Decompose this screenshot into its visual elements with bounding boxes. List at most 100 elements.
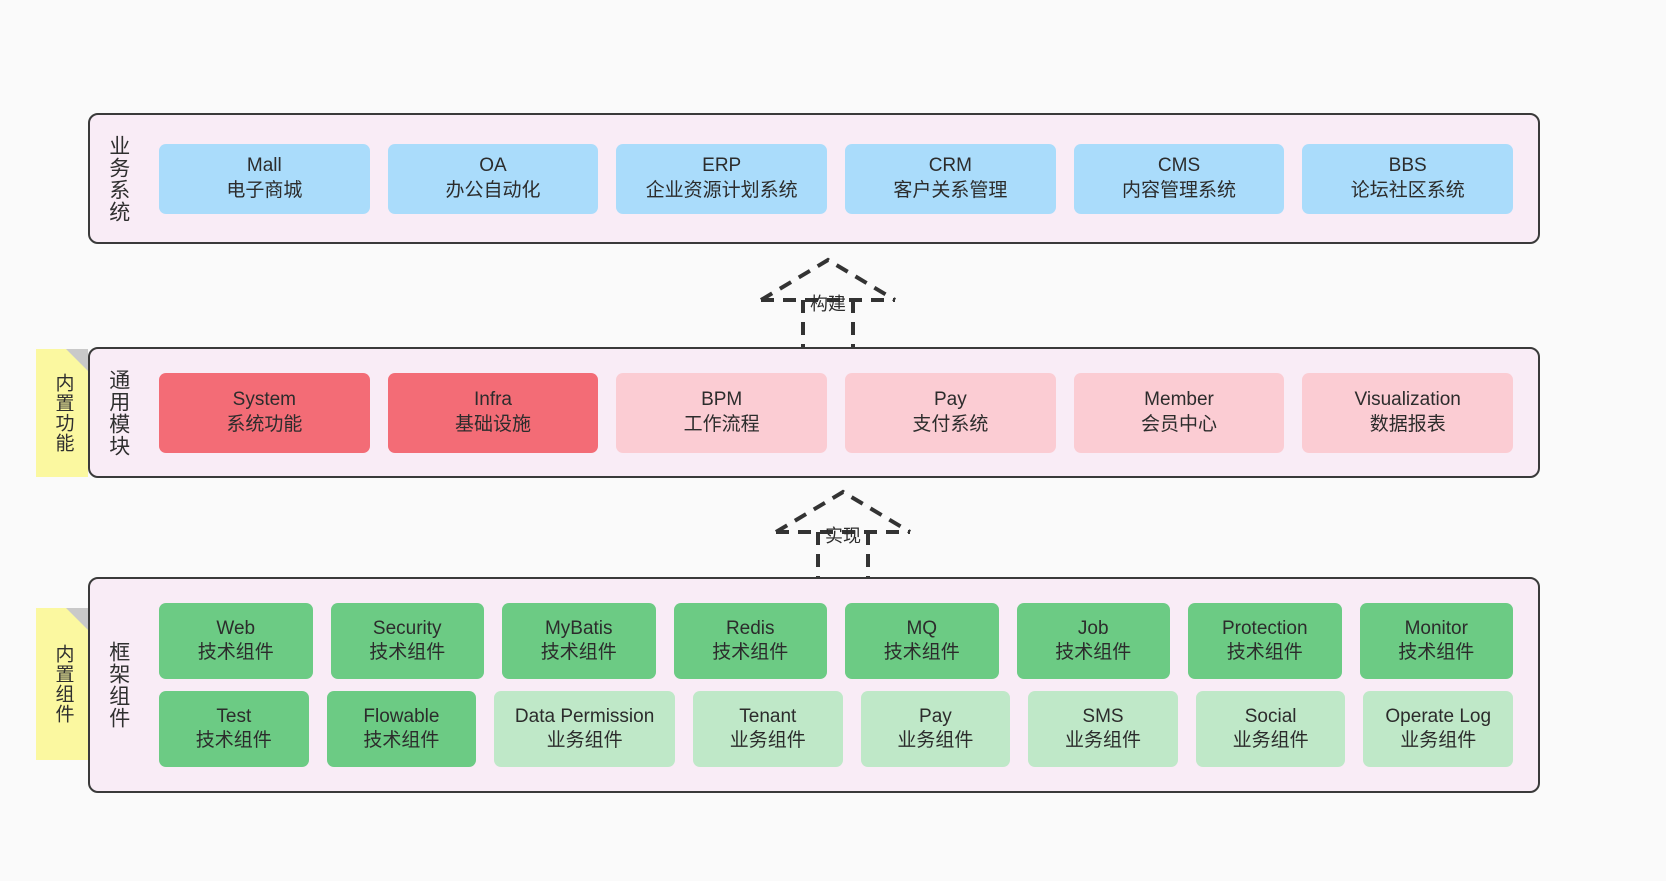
node-pay-module-title: Pay bbox=[933, 389, 967, 411]
node-oa-subtitle: 办公自动化 bbox=[445, 179, 541, 201]
node-sms-title: SMS bbox=[1082, 705, 1124, 727]
node-operate-log[interactable]: Operate Log 业务组件 bbox=[1363, 691, 1514, 767]
node-mall[interactable]: Mall 电子商城 bbox=[159, 143, 370, 214]
node-pay-module[interactable]: Pay 支付系统 bbox=[845, 372, 1056, 453]
node-web-subtitle: 技术组件 bbox=[197, 642, 274, 663]
node-mq[interactable]: MQ 技术组件 bbox=[845, 603, 999, 679]
node-mybatis-subtitle: 技术组件 bbox=[540, 642, 617, 663]
node-infra[interactable]: Infra 基础设施 bbox=[387, 372, 599, 453]
node-test-subtitle: 技术组件 bbox=[195, 730, 272, 751]
node-monitor-subtitle: 技术组件 bbox=[1398, 642, 1475, 663]
connector-implement-label: 实现 bbox=[825, 526, 861, 546]
node-web-title: Web bbox=[216, 617, 256, 639]
node-monitor-title: Monitor bbox=[1404, 617, 1468, 639]
node-tenant-title: Tenant bbox=[739, 705, 797, 727]
node-cms-title: CMS bbox=[1157, 155, 1201, 177]
node-crm-subtitle: 客户关系管理 bbox=[893, 179, 1008, 201]
node-test[interactable]: Test 技术组件 bbox=[159, 691, 309, 767]
node-mq-subtitle: 技术组件 bbox=[883, 642, 960, 663]
node-redis-subtitle: 技术组件 bbox=[712, 642, 789, 663]
layer-common-modules-label: 通用模块 bbox=[106, 368, 130, 457]
node-pay-component-subtitle: 业务组件 bbox=[897, 730, 974, 751]
node-mall-subtitle: 电子商城 bbox=[226, 179, 303, 201]
node-security-title: Security bbox=[372, 617, 442, 639]
layer-framework-components-label: 框架组件 bbox=[106, 641, 130, 729]
node-visualization[interactable]: Visualization 数据报表 bbox=[1302, 372, 1514, 453]
node-system[interactable]: System 系统功能 bbox=[159, 372, 370, 453]
node-monitor[interactable]: Monitor 技术组件 bbox=[1359, 603, 1513, 679]
common-modules-row: System 系统功能 Infra 基础设施 BPM 工作流程 Pay 支付系统… bbox=[150, 372, 1522, 453]
node-pay-module-subtitle: 支付系统 bbox=[912, 413, 989, 435]
layer-framework-components-body: Web 技术组件 Security 技术组件 MyBatis 技术组件 Redi… bbox=[146, 579, 1538, 791]
node-security-subtitle: 技术组件 bbox=[369, 642, 446, 663]
connector-implement-arrow-icon bbox=[774, 489, 912, 584]
node-oa-title: OA bbox=[479, 155, 507, 177]
node-mybatis[interactable]: MyBatis 技术组件 bbox=[502, 603, 656, 679]
node-flowable[interactable]: Flowable 技术组件 bbox=[326, 691, 477, 767]
node-tenant[interactable]: Tenant 业务组件 bbox=[692, 691, 843, 767]
node-erp-title: ERP bbox=[702, 155, 742, 177]
node-system-title: System bbox=[232, 389, 297, 411]
node-member-subtitle: 会员中心 bbox=[1141, 413, 1218, 435]
layer-business-systems: 业务系统 Mall 电子商城 OA 办公自动化 ERP 企业资源计划系统 CRM… bbox=[88, 113, 1540, 244]
node-job-subtitle: 技术组件 bbox=[1055, 642, 1132, 663]
layer-business-systems-body: Mall 电子商城 OA 办公自动化 ERP 企业资源计划系统 CRM 客户关系… bbox=[146, 115, 1538, 242]
node-member[interactable]: Member 会员中心 bbox=[1073, 372, 1285, 453]
layer-common-modules: 通用模块 System 系统功能 Infra 基础设施 BPM 工作流程 Pay… bbox=[88, 347, 1540, 478]
node-visualization-title: Visualization bbox=[1354, 389, 1461, 411]
node-security[interactable]: Security 技术组件 bbox=[330, 603, 484, 679]
connector-build: 构建 bbox=[733, 252, 923, 352]
node-bbs-subtitle: 论坛社区系统 bbox=[1350, 179, 1465, 201]
business-systems-row: Mall 电子商城 OA 办公自动化 ERP 企业资源计划系统 CRM 客户关系… bbox=[150, 143, 1522, 214]
node-protection-subtitle: 技术组件 bbox=[1226, 642, 1303, 663]
node-pay-component-title: Pay bbox=[919, 705, 952, 727]
node-infra-subtitle: 基础设施 bbox=[455, 413, 532, 435]
node-social-title: Social bbox=[1244, 705, 1297, 727]
node-crm[interactable]: CRM 客户关系管理 bbox=[845, 143, 1056, 214]
node-redis-title: Redis bbox=[725, 617, 775, 639]
node-job-title: Job bbox=[1077, 617, 1109, 639]
node-data-permission-subtitle: 业务组件 bbox=[546, 730, 623, 751]
node-bpm-subtitle: 工作流程 bbox=[683, 413, 760, 435]
node-mq-title: MQ bbox=[906, 617, 938, 639]
node-redis[interactable]: Redis 技术组件 bbox=[673, 603, 827, 679]
node-member-title: Member bbox=[1144, 389, 1214, 411]
node-erp-subtitle: 企业资源计划系统 bbox=[645, 179, 798, 201]
node-flowable-subtitle: 技术组件 bbox=[363, 730, 440, 751]
node-oa[interactable]: OA 办公自动化 bbox=[387, 143, 599, 214]
layer-framework-components: 框架组件 Web 技术组件 Security 技术组件 MyBatis 技术组件… bbox=[88, 577, 1540, 793]
node-erp[interactable]: ERP 企业资源计划系统 bbox=[616, 143, 828, 214]
node-sms-subtitle: 业务组件 bbox=[1065, 730, 1142, 751]
node-bbs[interactable]: BBS 论坛社区系统 bbox=[1302, 143, 1514, 214]
connector-build-label: 构建 bbox=[810, 294, 846, 314]
node-tenant-subtitle: 业务组件 bbox=[729, 730, 806, 751]
node-protection[interactable]: Protection 技术组件 bbox=[1188, 603, 1342, 679]
node-protection-title: Protection bbox=[1221, 617, 1308, 639]
sticky-note-builtin-components-label: 内置组件 bbox=[52, 644, 74, 724]
node-test-title: Test bbox=[216, 705, 252, 727]
node-crm-title: CRM bbox=[928, 155, 972, 177]
node-bpm-title: BPM bbox=[701, 389, 743, 411]
node-mall-title: Mall bbox=[246, 155, 282, 177]
node-system-subtitle: 系统功能 bbox=[226, 413, 303, 435]
node-web[interactable]: Web 技术组件 bbox=[159, 603, 313, 679]
sticky-note-builtin-features: 内置功能 bbox=[36, 349, 88, 477]
node-mybatis-title: MyBatis bbox=[544, 617, 613, 639]
node-cms[interactable]: CMS 内容管理系统 bbox=[1073, 143, 1285, 214]
node-bpm[interactable]: BPM 工作流程 bbox=[616, 372, 828, 453]
connector-implement: 实现 bbox=[748, 484, 938, 584]
framework-tech-components-row: Web 技术组件 Security 技术组件 MyBatis 技术组件 Redi… bbox=[150, 603, 1522, 679]
sticky-note-builtin-features-label: 内置功能 bbox=[52, 373, 74, 453]
framework-business-components-row: Test 技术组件 Flowable 技术组件 Data Permission … bbox=[150, 691, 1522, 767]
sticky-note-builtin-components: 内置组件 bbox=[36, 608, 88, 760]
node-data-permission[interactable]: Data Permission 业务组件 bbox=[494, 691, 675, 767]
node-operate-log-subtitle: 业务组件 bbox=[1400, 730, 1477, 751]
node-social[interactable]: Social 业务组件 bbox=[1195, 691, 1346, 767]
node-cms-subtitle: 内容管理系统 bbox=[1122, 179, 1237, 201]
node-pay-component[interactable]: Pay 业务组件 bbox=[860, 691, 1011, 767]
layer-common-modules-body: System 系统功能 Infra 基础设施 BPM 工作流程 Pay 支付系统… bbox=[146, 349, 1538, 476]
node-visualization-subtitle: 数据报表 bbox=[1369, 413, 1446, 435]
node-job[interactable]: Job 技术组件 bbox=[1016, 603, 1170, 679]
node-sms[interactable]: SMS 业务组件 bbox=[1028, 691, 1178, 767]
